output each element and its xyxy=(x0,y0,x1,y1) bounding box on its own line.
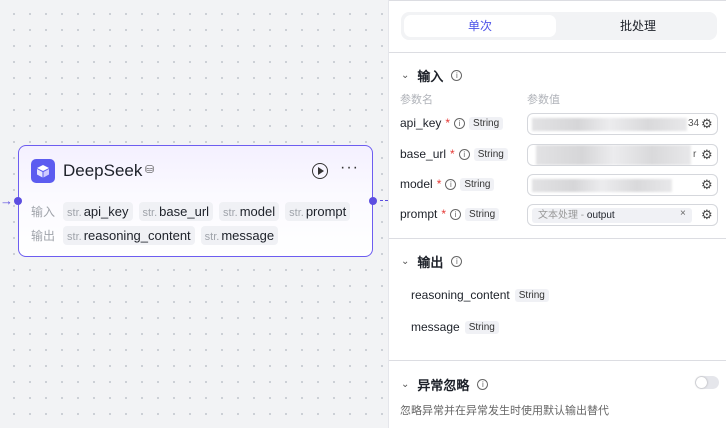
chevron-down-icon: ⌄ xyxy=(401,379,410,390)
param-value-header: 参数值 xyxy=(527,94,560,106)
exception-description: 忽略异常并在异常发生时使用默认输出替代 xyxy=(400,405,609,417)
info-icon[interactable]: i xyxy=(451,70,463,81)
variable-reference: 文本处理 - output xyxy=(532,208,692,223)
info-icon[interactable]: i xyxy=(458,148,470,160)
model-input[interactable] xyxy=(527,174,718,196)
gear-icon[interactable]: ⚙ xyxy=(701,147,713,162)
input-chip: str.api_key xyxy=(63,202,133,221)
section-title: 输入 xyxy=(417,69,444,84)
param-name-header: 参数名 xyxy=(400,94,433,106)
param-row-api-key: api_key* i String xyxy=(400,116,504,130)
more-options-button[interactable]: ··· xyxy=(340,159,359,176)
node-title: DeepSeek xyxy=(63,161,143,180)
base-url-input[interactable]: r xyxy=(527,144,718,166)
inputs-label: 输入 xyxy=(31,205,56,219)
info-icon[interactable]: i xyxy=(450,208,462,220)
output-port[interactable] xyxy=(369,197,377,205)
outgoing-edge xyxy=(380,200,388,201)
outputs-label: 输出 xyxy=(31,229,56,243)
workflow-canvas[interactable]: → DeepSeek ⛁ ··· 输入 str.api_key str.base… xyxy=(0,0,388,428)
output-chip: str.message xyxy=(200,226,279,245)
run-node-button[interactable] xyxy=(312,163,328,179)
info-icon[interactable]: i xyxy=(477,379,489,390)
info-icon[interactable]: i xyxy=(445,178,457,190)
chevron-down-icon: ⌄ xyxy=(401,70,410,81)
input-chip: str.base_url xyxy=(138,202,214,221)
input-chip: str.prompt xyxy=(285,202,351,221)
tab-single[interactable]: 单次 xyxy=(404,15,556,37)
plugin-badge-icon: ⛁ xyxy=(145,164,155,176)
param-row-prompt: prompt* i String xyxy=(400,207,500,221)
tab-batch[interactable]: 批处理 xyxy=(619,19,656,33)
cube-logo-icon xyxy=(31,159,55,183)
exception-section-header[interactable]: ⌄ 异常忽略 i xyxy=(401,375,489,394)
chevron-down-icon: ⌄ xyxy=(401,256,410,267)
info-icon[interactable]: i xyxy=(451,256,463,267)
input-chip: str.model xyxy=(219,202,280,221)
ignore-exception-toggle[interactable] xyxy=(695,376,719,389)
output-chip: str.reasoning_content xyxy=(63,226,195,245)
node-outputs: 输出 str.reasoning_content str.message xyxy=(31,226,279,245)
info-icon[interactable]: i xyxy=(454,117,466,129)
output-section-header[interactable]: ⌄ 输出 i xyxy=(401,252,463,271)
node-inputs: 输入 str.api_key str.base_url str.model st… xyxy=(31,202,351,221)
clear-reference-icon[interactable]: × xyxy=(680,208,686,219)
incoming-edge-arrow-icon: → xyxy=(0,193,13,208)
input-port[interactable] xyxy=(14,197,22,205)
param-row-model: model* i String xyxy=(400,177,495,191)
prompt-reference-input[interactable]: 文本处理 - output × xyxy=(527,204,718,226)
deepseek-node[interactable]: DeepSeek ⛁ ··· 输入 str.api_key str.base_u… xyxy=(14,145,377,257)
section-title: 异常忽略 xyxy=(417,378,470,393)
gear-icon[interactable]: ⚙ xyxy=(701,207,713,222)
run-mode-tabs: 单次 批处理 xyxy=(401,12,717,40)
gear-icon[interactable]: ⚙ xyxy=(701,177,713,192)
section-title: 输出 xyxy=(417,255,444,270)
test-run-panel: 单次 批处理 ⌄ 输入 i 参数名 参数值 api_key* i String … xyxy=(388,0,726,428)
gear-icon[interactable]: ⚙ xyxy=(701,116,713,131)
input-section-header[interactable]: ⌄ 输入 i xyxy=(401,66,463,85)
param-row-base-url: base_url* i String xyxy=(400,147,508,161)
api-key-input[interactable]: 34 xyxy=(527,113,718,135)
